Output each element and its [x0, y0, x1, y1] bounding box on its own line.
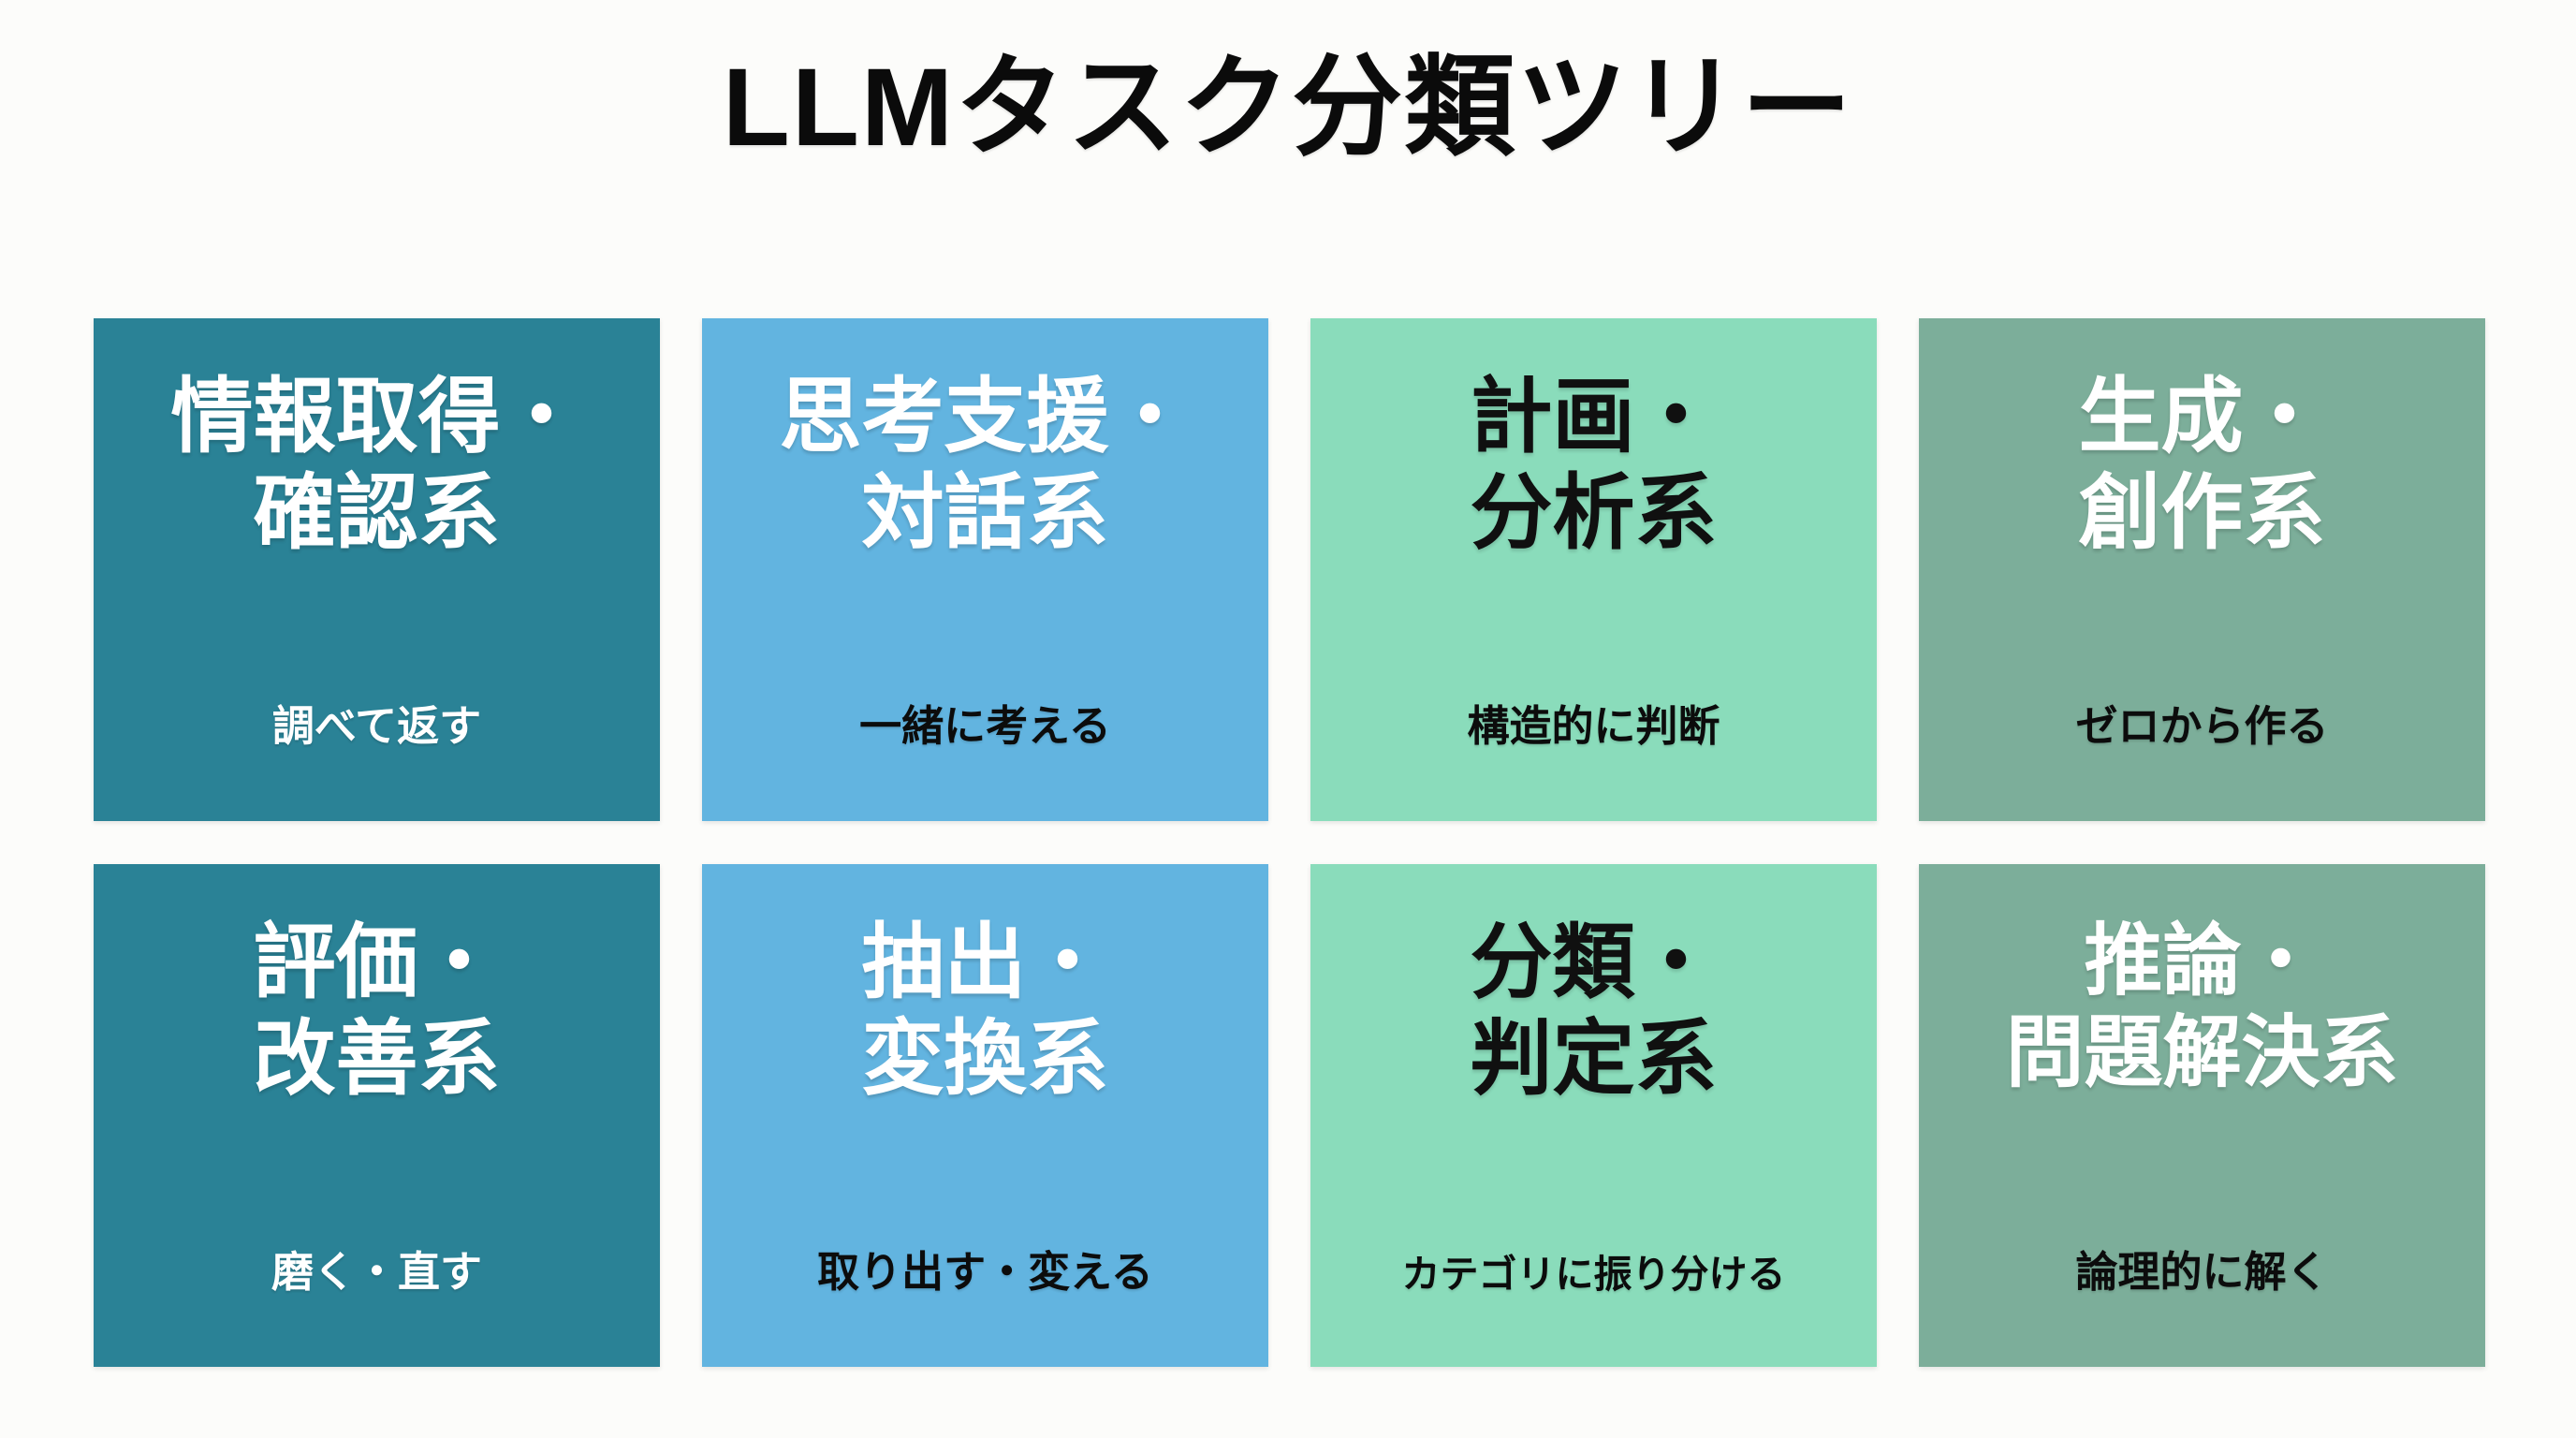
card-subtitle: 調べて返す	[271, 702, 482, 750]
card-heading: 計画・ 分析系	[1470, 370, 1718, 559]
card-heading: 情報取得・ 確認系	[170, 370, 583, 559]
card-heading: 生成・ 創作系	[2078, 370, 2326, 559]
card-subtitle: 論理的に解く	[2075, 1248, 2329, 1296]
task-card-classification-judgement[interactable]: 分類・ 判定系 カテゴリに振り分ける	[1310, 864, 1877, 1367]
card-subtitle: ゼロから作る	[2075, 702, 2329, 750]
card-subtitle: 取り出す・変える	[817, 1248, 1153, 1296]
task-card-planning-analysis[interactable]: 計画・ 分析系 構造的に判断	[1310, 318, 1877, 821]
card-heading: 評価・ 改善系	[253, 916, 501, 1105]
card-heading: 分類・ 判定系	[1470, 916, 1718, 1105]
card-heading: 思考支援・ 対話系	[779, 370, 1192, 559]
card-grid: 情報取得・ 確認系 調べて返す 思考支援・ 対話系 一緒に考える 計画・ 分析系…	[94, 318, 2485, 1367]
task-card-generation-creation[interactable]: 生成・ 創作系 ゼロから作る	[1919, 318, 2485, 821]
card-subtitle: 磨く・直す	[271, 1248, 482, 1296]
task-card-information-retrieval[interactable]: 情報取得・ 確認系 調べて返す	[94, 318, 660, 821]
task-card-thinking-support[interactable]: 思考支援・ 対話系 一緒に考える	[702, 318, 1268, 821]
task-card-evaluation-improvement[interactable]: 評価・ 改善系 磨く・直す	[94, 864, 660, 1367]
card-subtitle: 一緒に考える	[859, 702, 1111, 750]
page-title: LLMタスク分類ツリー	[722, 46, 1854, 169]
task-card-reasoning-problem-solving[interactable]: 推論・ 問題解決系 論理的に解く	[1919, 864, 2485, 1367]
card-heading: 抽出・ 変換系	[861, 916, 1109, 1105]
task-card-extraction-transformation[interactable]: 抽出・ 変換系 取り出す・変える	[702, 864, 1268, 1367]
card-subtitle: 構造的に判断	[1467, 702, 1720, 750]
card-subtitle: カテゴリに振り分ける	[1401, 1252, 1786, 1296]
card-heading: 推論・ 問題解決系	[2005, 917, 2399, 1097]
